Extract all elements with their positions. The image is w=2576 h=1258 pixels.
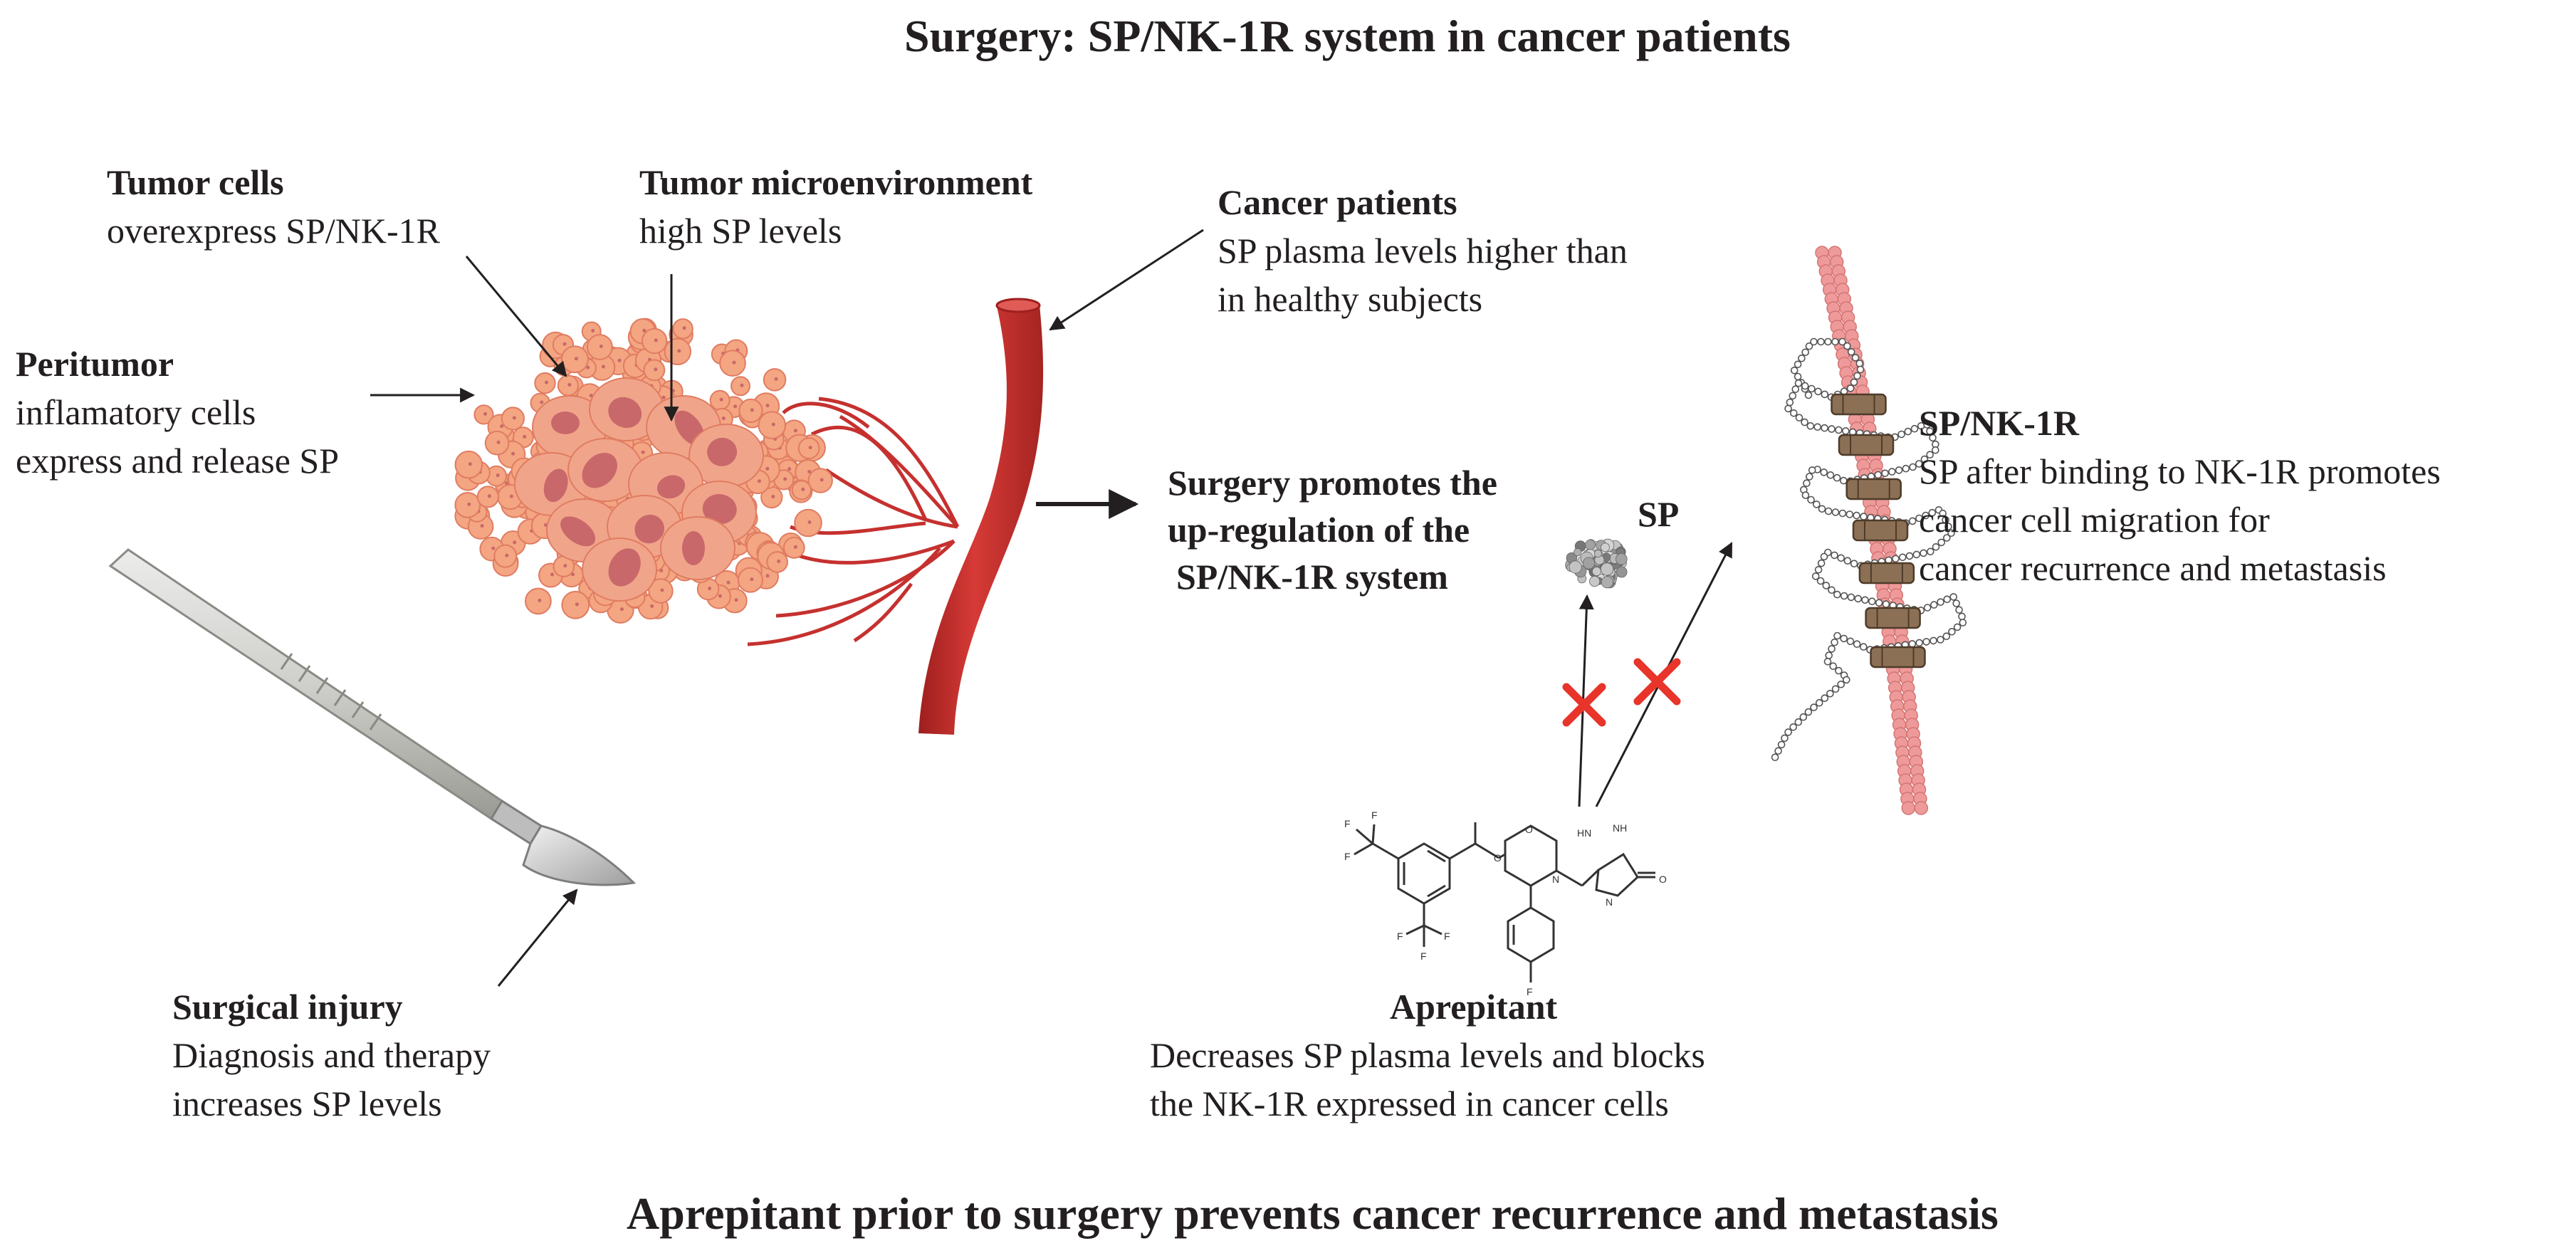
svg-text:O: O bbox=[1494, 852, 1502, 864]
label-line: in healthy subjects bbox=[1218, 279, 1483, 319]
label-surgical-injury: Surgical injury Diagnosis and therapy in… bbox=[172, 982, 491, 1128]
label-tumor-cells: Tumor cells overexpress SP/NK-1R bbox=[107, 158, 440, 255]
tumor-mass-icon bbox=[454, 318, 833, 624]
svg-text:NH: NH bbox=[1613, 822, 1627, 834]
block-cross-icon bbox=[1633, 658, 1681, 706]
svg-text:HN: HN bbox=[1577, 827, 1591, 839]
label-line: SP/NK-1R system bbox=[1176, 557, 1448, 597]
label-line: Surgery promotes the bbox=[1168, 463, 1497, 503]
label-heading: Tumor cells bbox=[107, 162, 284, 202]
label-sp: SP bbox=[1638, 494, 1680, 534]
svg-text:F: F bbox=[1444, 931, 1450, 942]
label-line: high SP levels bbox=[639, 211, 842, 251]
label-line: overexpress SP/NK-1R bbox=[107, 211, 441, 251]
arrow-cancer-patients bbox=[1049, 229, 1204, 331]
svg-text:N: N bbox=[1552, 874, 1559, 885]
diagram-footer: Aprepitant prior to surgery prevents can… bbox=[627, 1188, 1999, 1239]
svg-text:F: F bbox=[1371, 809, 1378, 821]
arrow-tumor-cells bbox=[465, 256, 567, 377]
label-sp-nk1r: SP/NK-1R SP after binding to NK-1R promo… bbox=[1919, 399, 2441, 592]
svg-text:F: F bbox=[1527, 986, 1533, 997]
svg-text:F: F bbox=[1344, 851, 1351, 862]
label-heading: SP/NK-1R bbox=[1919, 403, 2079, 443]
label-line: increases SP levels bbox=[172, 1084, 442, 1123]
label-peritumor: Peritumor inflamatory cells express and … bbox=[16, 340, 339, 485]
label-line: SP plasma levels higher than bbox=[1218, 231, 1628, 271]
label-tumor-microenvironment: Tumor microenvironment high SP levels bbox=[639, 158, 1032, 255]
diagram-title: Surgery: SP/NK-1R system in cancer patie… bbox=[904, 11, 1791, 61]
label-heading: Aprepitant bbox=[1390, 987, 1558, 1027]
svg-text:O: O bbox=[1525, 824, 1533, 835]
svg-text:N: N bbox=[1606, 896, 1613, 908]
label-line: Diagnosis and therapy bbox=[172, 1035, 491, 1075]
substance-p-molecule-icon bbox=[1565, 538, 1628, 589]
aprepitant-structure-icon bbox=[1354, 822, 1655, 982]
blood-vessel-icon bbox=[918, 298, 1044, 735]
svg-text:F: F bbox=[1344, 818, 1351, 829]
svg-text:F: F bbox=[1420, 950, 1427, 962]
label-heading: Peritumor bbox=[16, 344, 174, 384]
block-cross-icon bbox=[1562, 683, 1606, 727]
label-aprepitant: Aprepitant Decreases SP plasma levels an… bbox=[1150, 982, 1705, 1128]
aprepitant-atom-labels: F F F F F F O N O F HN NH N O bbox=[1344, 809, 1667, 997]
label-line: Decreases SP plasma levels and blocks bbox=[1150, 1035, 1705, 1075]
nk1r-receptor-icon bbox=[1771, 337, 1967, 761]
label-line: inflamatory cells bbox=[16, 392, 256, 432]
label-heading: Surgical injury bbox=[172, 987, 403, 1027]
label-line: express and release SP bbox=[16, 441, 340, 481]
label-line: the NK-1R expressed in cancer cells bbox=[1150, 1084, 1669, 1123]
label-line: SP after binding to NK-1R promotes bbox=[1919, 451, 2441, 491]
label-heading: Tumor microenvironment bbox=[639, 162, 1033, 202]
label-line: cancer cell migration for bbox=[1919, 500, 2270, 540]
label-line: up-regulation of the bbox=[1168, 510, 1470, 550]
label-cancer-patients: Cancer patients SP plasma levels higher … bbox=[1218, 178, 1628, 323]
svg-text:O: O bbox=[1659, 874, 1667, 885]
label-surgery-promotes: Surgery promotes the up-regulation of th… bbox=[1168, 459, 1497, 600]
arrow-surgical-injury bbox=[497, 889, 578, 987]
label-heading: Cancer patients bbox=[1218, 182, 1457, 222]
label-line: cancer recurrence and metastasis bbox=[1919, 548, 2387, 588]
scalpel-icon bbox=[108, 548, 637, 886]
svg-text:F: F bbox=[1397, 931, 1403, 942]
